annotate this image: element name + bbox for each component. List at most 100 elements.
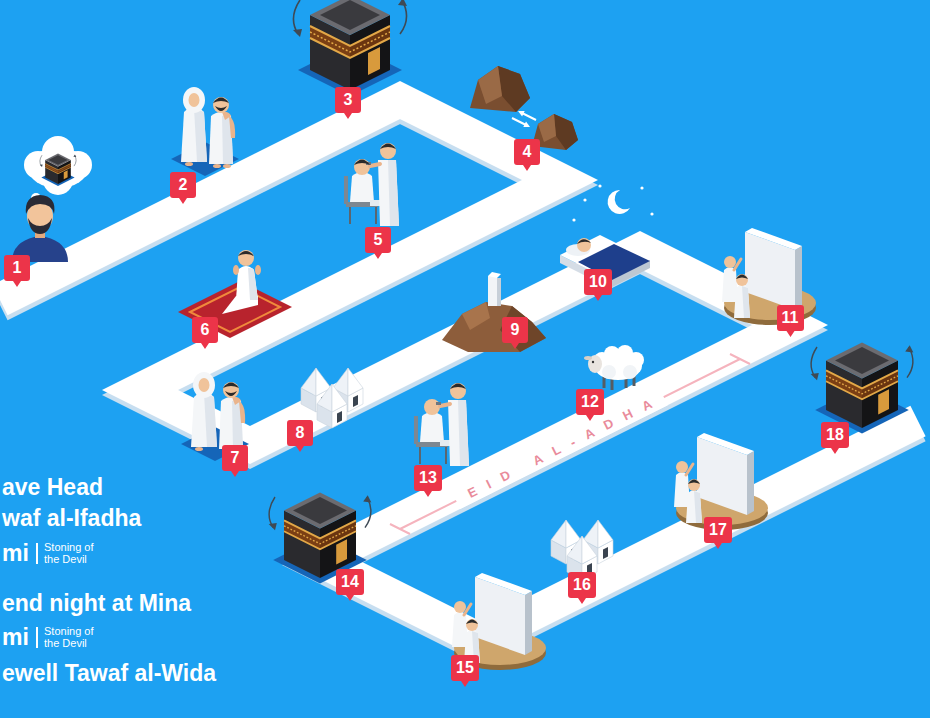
callout-number: 6 <box>201 317 210 343</box>
marker-pin <box>777 305 804 337</box>
night-at-muzdalifah <box>598 184 601 187</box>
step-marker: 3 <box>335 87 361 119</box>
night-at-muzdalifah <box>650 212 653 215</box>
step-marker: 10 <box>584 269 612 301</box>
mount-arafat <box>488 276 497 306</box>
step-marker: 11 <box>777 305 804 337</box>
night-at-muzdalifah <box>572 218 575 221</box>
pilgrim-thinking <box>26 195 55 214</box>
sacrifice-sheep <box>592 361 594 363</box>
safa-marwa-rocks <box>538 114 556 142</box>
eid-bracket <box>390 524 410 534</box>
pilgrim-thinking <box>28 148 88 188</box>
step-marker: 4 <box>514 139 540 171</box>
callout-number: 15 <box>456 655 474 681</box>
step-name: ave Head <box>2 474 103 500</box>
night-at-muzdalifah <box>583 198 586 201</box>
callout-number: 8 <box>296 420 305 446</box>
separator-bar <box>36 627 38 648</box>
mina-tents <box>551 520 613 580</box>
step-marker: 8 <box>287 420 313 452</box>
mina-tents <box>551 520 613 580</box>
marker-pin <box>4 255 30 287</box>
mount-arafat <box>497 278 501 306</box>
sacrifice-sheep <box>611 378 614 390</box>
safa-marwa-rocks <box>523 122 530 127</box>
marker-pin <box>821 422 849 454</box>
ihram-pilgrims <box>171 87 239 176</box>
callout-number: 11 <box>782 305 799 331</box>
callout-number: 5 <box>374 227 383 253</box>
callout-number: 13 <box>419 465 437 491</box>
night-at-muzdalifah <box>608 190 630 214</box>
mount-arafat <box>500 306 546 352</box>
step-name: waf al-Ifadha <box>2 505 141 531</box>
marker-pin <box>568 572 596 604</box>
step-marker: 6 <box>192 317 218 349</box>
sacrifice-sheep <box>584 356 592 360</box>
step-marker: 7 <box>222 445 248 477</box>
safa-marwa-rocks <box>498 66 530 112</box>
prayer-rug <box>238 251 254 256</box>
marker-pin <box>170 172 196 204</box>
sacrifice-sheep <box>603 376 606 388</box>
hair-cutting <box>344 143 399 226</box>
marker-pin <box>192 317 218 349</box>
marker-pin <box>576 389 604 421</box>
mount-arafat <box>442 272 546 352</box>
step-marker: 17 <box>704 517 732 549</box>
marker-pin <box>451 655 479 687</box>
sacrifice-sheep <box>623 365 637 379</box>
path-road <box>0 100 918 645</box>
callout-number: 9 <box>511 317 520 343</box>
marker-pin <box>502 317 528 349</box>
prayer-rug <box>236 266 258 300</box>
callout-number: 14 <box>341 569 359 595</box>
step-marker: 5 <box>365 227 391 259</box>
mount-arafat <box>442 302 546 352</box>
marker-pin <box>335 87 361 119</box>
callout-number: 3 <box>344 87 353 113</box>
mount-arafat <box>488 272 501 278</box>
callout-number: 2 <box>179 172 188 198</box>
step-marker: 9 <box>502 317 528 349</box>
step-marker: 14 <box>336 569 364 601</box>
kaaba-tawaf <box>811 343 914 434</box>
callout-number: 7 <box>231 445 240 471</box>
callout-number: 17 <box>709 517 727 543</box>
step-name: mi <box>2 540 29 566</box>
path-road <box>0 100 918 640</box>
prayer-rug <box>255 265 261 275</box>
separator-bar <box>36 543 38 564</box>
step-marker: 1 <box>4 255 30 287</box>
sacrifice-sheep <box>584 345 644 390</box>
mount-arafat <box>462 302 490 330</box>
safa-marwa-rocks <box>470 66 530 112</box>
marker-pin <box>584 269 612 301</box>
pilgrim-thinking <box>12 136 92 262</box>
safa-marwa-rocks <box>522 113 536 120</box>
marker-pin <box>287 420 313 452</box>
safa-marwa-rocks <box>518 111 525 116</box>
step-name: mi <box>2 624 29 650</box>
prayer-rug <box>233 265 239 275</box>
safa-marwa-rocks <box>478 66 502 104</box>
step-name: ewell Tawaf al-Wida <box>2 660 216 686</box>
step-name: end night at Mina <box>2 590 191 616</box>
step-marker: 15 <box>451 655 479 687</box>
callout-number: 18 <box>826 422 844 448</box>
step-marker: 12 <box>576 389 604 421</box>
marker-pin <box>414 465 442 497</box>
hair-cutting <box>354 160 370 166</box>
hair-shaving <box>414 383 469 466</box>
jamarat-stoning <box>674 433 768 530</box>
sacrifice-sheep <box>602 365 616 379</box>
kaaba-tawaf <box>293 0 407 96</box>
kaaba-tawaf <box>811 343 914 434</box>
step-marker: 18 <box>821 422 849 454</box>
hair-shaving <box>414 383 469 466</box>
marker-pin <box>514 139 540 171</box>
kaaba-tawaf <box>293 0 407 96</box>
step-marker: 13 <box>414 465 442 497</box>
night-at-muzdalifah <box>640 186 643 189</box>
